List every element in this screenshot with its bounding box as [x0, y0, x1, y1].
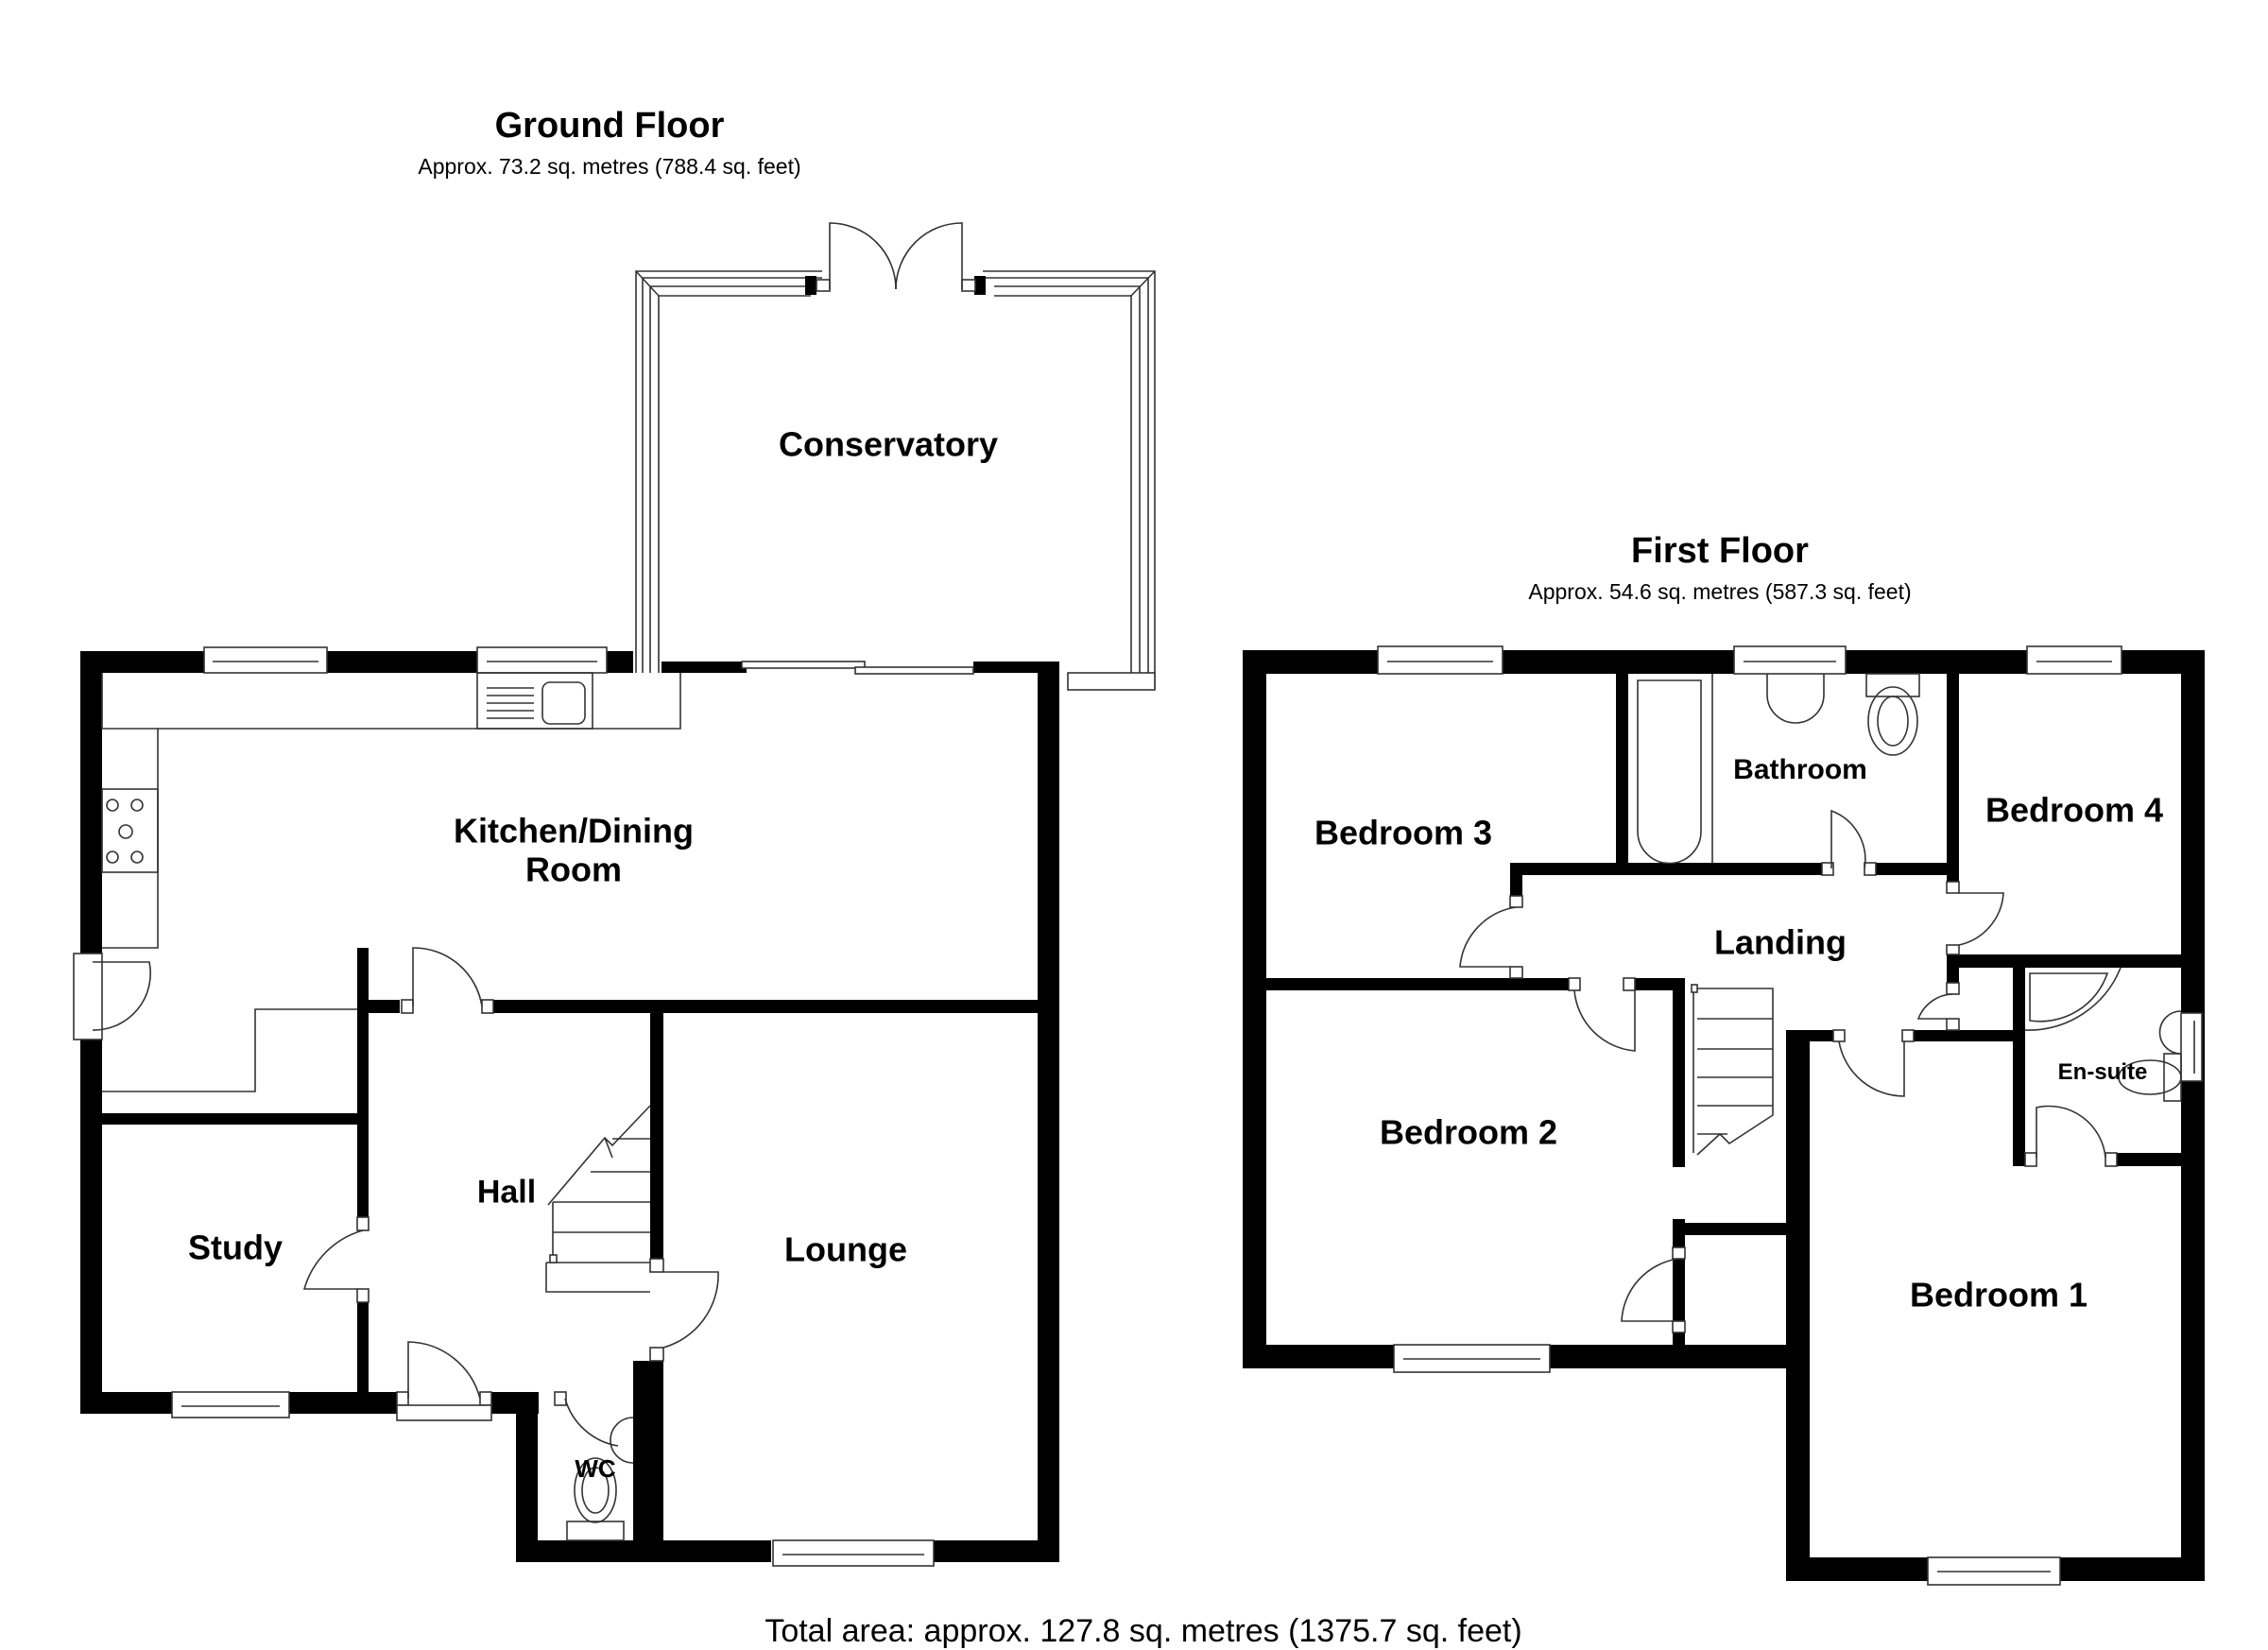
kitchen-units	[73, 672, 681, 1092]
cistern-icon	[1865, 673, 1920, 697]
sink-unit	[476, 672, 593, 730]
room-label-bedroom-4: Bedroom 4	[1984, 790, 2164, 830]
room-label-study: Study	[187, 1228, 284, 1267]
ensuite-basin-icon	[2158, 1010, 2182, 1055]
first-floor-area: Approx. 54.6 sq. metres (587.3 sq. feet)	[1528, 579, 1912, 604]
ensuite-fittings	[2024, 967, 2182, 1102]
room-label-landing: Landing	[1714, 922, 1847, 962]
ground-floor-area: Approx. 73.2 sq. metres (788.4 sq. feet)	[418, 154, 801, 179]
ground-floor-walls	[80, 651, 1059, 1562]
french-door-left-swing	[829, 222, 897, 290]
hob-icon	[101, 788, 159, 873]
kitchen-label-line2: Room	[525, 851, 622, 889]
room-label-bedroom-3: Bedroom 3	[1314, 813, 1493, 852]
bath-icon	[1637, 679, 1702, 865]
wc-fittings	[566, 1417, 634, 1541]
room-label-bedroom-2: Bedroom 2	[1379, 1112, 1558, 1152]
basin-icon	[1766, 674, 1825, 724]
room-label-en-suite: En-suite	[2057, 1059, 2148, 1086]
shower-icon	[2029, 972, 2109, 1023]
first-floor-stairs	[1691, 984, 1774, 1156]
first-floor-windows	[1377, 645, 2203, 1586]
ground-floor-windows	[171, 646, 974, 1567]
ground-floor-stairs	[545, 1105, 651, 1293]
room-label-kitchen-dining: Kitchen/Dining Room	[454, 812, 694, 890]
total-area: Total area: approx. 127.8 sq. metres (13…	[765, 1613, 1522, 1649]
room-label-bathroom: Bathroom	[1733, 753, 1867, 785]
ground-floor-doors	[302, 947, 719, 1447]
toilet-icon	[1867, 686, 1918, 756]
room-label-wc: WC	[575, 1454, 616, 1484]
wc-door-swing	[564, 1398, 619, 1447]
first-floor-doors	[1459, 809, 2118, 1333]
conservatory-frame	[635, 222, 1156, 691]
wc-basin-icon	[610, 1417, 634, 1464]
kitchen-label-line1: Kitchen/Dining	[454, 811, 694, 851]
room-label-hall: Hall	[476, 1174, 537, 1211]
side-door-swing	[92, 961, 152, 1031]
room-label-bedroom-1: Bedroom 1	[1909, 1275, 2088, 1315]
front-door-swing	[407, 1341, 481, 1400]
first-floor-title: First Floor	[1631, 531, 1809, 571]
french-door-right-swing	[895, 222, 963, 290]
room-label-conservatory: Conservatory	[778, 424, 999, 464]
sink-bowl-icon	[541, 681, 586, 725]
ground-floor-title: Ground Floor	[494, 106, 725, 146]
toilet-icon	[574, 1457, 617, 1523]
kitchen-door-swing	[412, 947, 483, 1007]
room-label-lounge: Lounge	[784, 1229, 907, 1269]
first-floor-plan	[1243, 645, 2205, 1586]
study-door-swing	[302, 1229, 364, 1290]
bathroom-fittings	[1637, 673, 1920, 865]
ground-floor-plan	[73, 222, 1156, 1567]
lounge-door-swing	[662, 1271, 719, 1349]
